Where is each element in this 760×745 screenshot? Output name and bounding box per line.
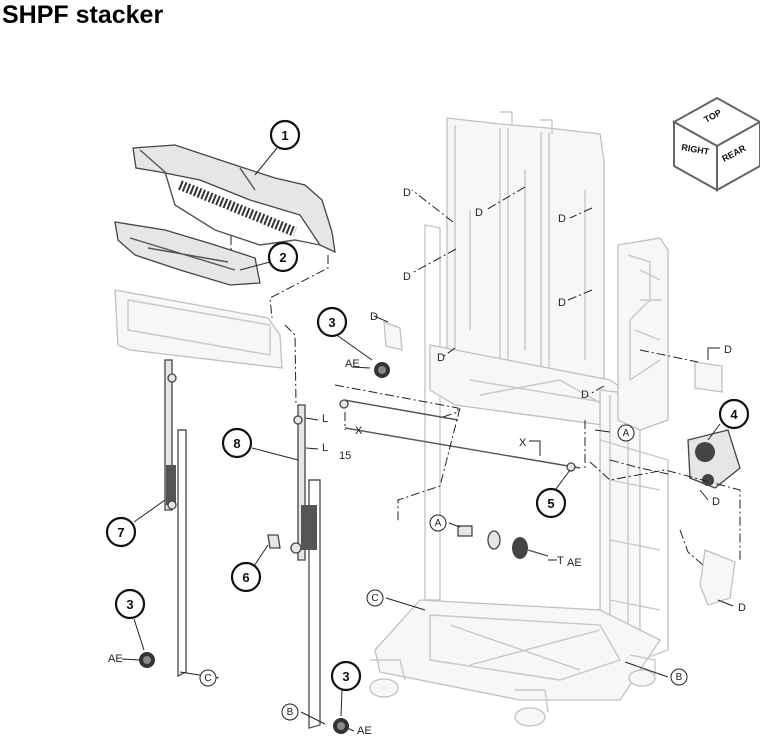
- letter-circle: [670, 668, 688, 686]
- circled-letter-C-2: C: [366, 589, 384, 607]
- sensor-6: [267, 534, 281, 549]
- letter-text: A: [623, 428, 630, 439]
- callout-number: 1: [281, 128, 288, 143]
- letter-circle: [429, 514, 447, 532]
- gear-knob-upper: [374, 362, 390, 378]
- callout-2-1: 2: [267, 241, 299, 273]
- circled-letter-B-4: B: [670, 668, 688, 686]
- callout-circle: [535, 487, 567, 519]
- callouts: 1 2 3 4 5 6 7 8 3 3: [105, 119, 750, 692]
- callout-circle: [269, 119, 301, 151]
- clip-left-top: [383, 321, 403, 351]
- callout-number: 2: [279, 250, 286, 265]
- letter-circle: [366, 589, 384, 607]
- letter-text: C: [204, 673, 211, 684]
- orientation-cube: TOP RIGHT REAR: [671, 96, 760, 192]
- assembly-lines: [230, 186, 741, 567]
- callout-number: 7: [117, 525, 124, 540]
- shaft-lower: [344, 427, 581, 469]
- label-l-15: L: [322, 442, 328, 454]
- callout-circle: [114, 588, 146, 620]
- callout-circle: [330, 660, 362, 692]
- callout-7-6: 7: [105, 516, 137, 548]
- bushing-5: [566, 462, 576, 472]
- letter-text: A: [435, 518, 442, 529]
- motor-4: [687, 429, 741, 489]
- page-title: SHPF stacker: [2, 1, 164, 29]
- label-d-8: D: [724, 344, 732, 356]
- label-ae-11: AE: [345, 358, 360, 370]
- letter-circles: A A C C B B: [199, 424, 688, 721]
- circled-letter-A-0: A: [617, 424, 635, 442]
- label-d-10: D: [738, 602, 746, 614]
- label-t-17: T: [557, 555, 564, 567]
- label-x-12: X: [355, 425, 363, 437]
- label-d-0: D: [403, 187, 411, 199]
- letter-circle: [617, 424, 635, 442]
- gear-knob-left: [139, 652, 155, 668]
- output-tray-upper: [132, 144, 336, 254]
- label-d-1: D: [475, 207, 483, 219]
- callout-circle: [267, 241, 299, 273]
- letter-text: C: [371, 593, 378, 604]
- label-ae-20: AE: [357, 725, 372, 737]
- label-d-4: D: [558, 297, 566, 309]
- letter-circle: [199, 669, 217, 687]
- bracket-right: [699, 549, 736, 606]
- pulley-assembly: [457, 525, 549, 559]
- callout-circle: [221, 427, 253, 459]
- rail-left: [164, 359, 187, 678]
- label-d-3: D: [403, 271, 411, 283]
- callout-number: 8: [233, 436, 240, 451]
- label-ae-18: AE: [567, 557, 582, 569]
- label-x-16: X: [519, 437, 527, 449]
- letter-circle: [281, 703, 299, 721]
- callout-3-9: 3: [330, 660, 362, 692]
- callout-3-2: 3: [316, 306, 348, 338]
- callout-circle: [316, 306, 348, 338]
- callout-3-8: 3: [114, 588, 146, 620]
- callout-circle: [230, 561, 262, 593]
- stacker-frame: [369, 111, 669, 727]
- circled-letter-B-5: B: [281, 703, 299, 721]
- rail-center: [290, 404, 321, 729]
- callout-8-7: 8: [221, 427, 253, 459]
- label-ae-19: AE: [108, 653, 123, 665]
- letter-text: B: [676, 672, 683, 683]
- callout-5-4: 5: [535, 487, 567, 519]
- cube-left-label: RIGHT: [681, 142, 711, 157]
- label-d-5: D: [370, 311, 378, 323]
- label-l-14: L: [322, 413, 328, 425]
- callout-number: 3: [342, 669, 349, 684]
- callout-circle: [718, 398, 750, 430]
- label-15-13: 15: [339, 450, 351, 462]
- clip-right-top: [694, 361, 723, 393]
- callout-number: 6: [242, 570, 249, 585]
- shaft-15: [339, 399, 459, 421]
- callout-number: 3: [126, 597, 133, 612]
- gear-knob-bottom: [333, 718, 349, 734]
- callout-circle: [105, 516, 137, 548]
- output-tray-lower: [114, 221, 261, 286]
- label-d-2: D: [558, 213, 566, 225]
- callout-number: 4: [730, 407, 738, 422]
- circled-letter-A-1: A: [429, 514, 447, 532]
- callout-number: 5: [547, 496, 554, 511]
- label-d-9: D: [712, 496, 720, 508]
- leader-lines: [121, 147, 734, 732]
- label-d-7: D: [581, 389, 589, 401]
- callout-4-3: 4: [718, 398, 750, 430]
- label-d-6: D: [437, 352, 445, 364]
- callout-number: 3: [328, 315, 335, 330]
- rear-plate: [114, 289, 283, 369]
- circled-letter-C-3: C: [199, 669, 217, 687]
- callout-1-0: 1: [269, 119, 301, 151]
- callout-6-5: 6: [230, 561, 262, 593]
- letter-text: B: [287, 707, 294, 718]
